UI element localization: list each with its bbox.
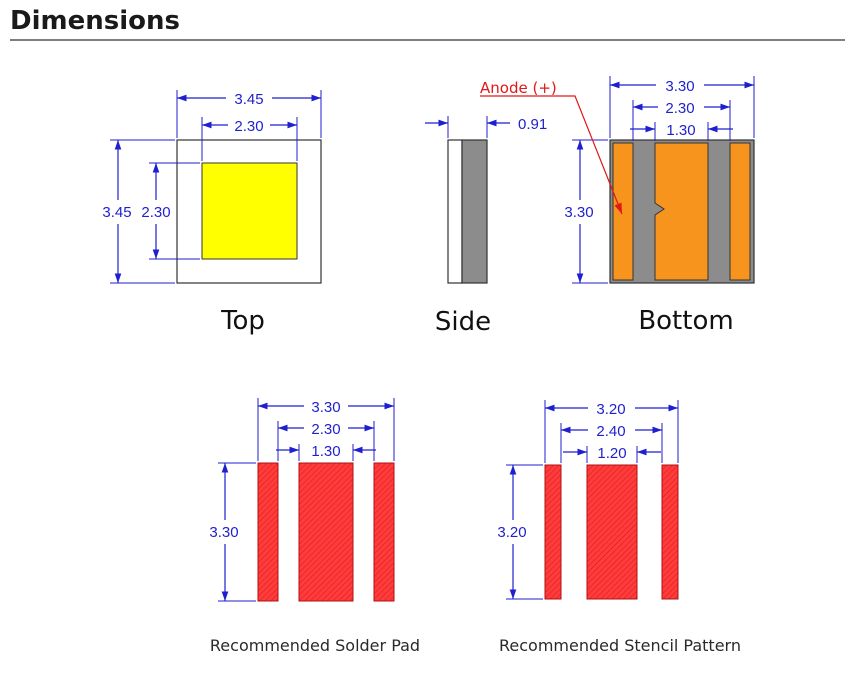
solder-pad-caption: Recommended Solder Pad xyxy=(210,636,420,655)
anode-arrow xyxy=(480,95,623,215)
bottom-view: 3.30 2.30 1.30 3.30 Anode (+) Bottom xyxy=(480,76,755,336)
stencil-right-pad xyxy=(661,464,679,600)
top-outer-width-label: 3.45 xyxy=(234,91,263,108)
solder-height-label: 3.30 xyxy=(209,524,238,541)
solder-right-pad xyxy=(373,462,395,602)
stencil-pad-span-label: 2.40 xyxy=(596,423,625,440)
top-inner-height-label: 2.30 xyxy=(141,204,170,221)
section-header: Dimensions xyxy=(10,4,845,41)
solder-center-pad xyxy=(298,462,354,602)
stencil-pattern-caption: Recommended Stencil Pattern xyxy=(499,636,741,655)
side-body xyxy=(461,139,488,284)
solder-pad-span-label: 2.30 xyxy=(311,421,340,438)
top-inner-width-label: 2.30 xyxy=(234,118,263,135)
stencil-pattern-view: 3.20 2.40 1.20 3.20 Recommended Stencil … xyxy=(497,400,741,655)
bottom-pad-span-label: 2.30 xyxy=(665,100,694,117)
side-lens xyxy=(447,139,463,284)
bottom-left-pad xyxy=(612,142,634,281)
bottom-right-pad xyxy=(729,142,751,281)
top-view: 3.45 2.30 3.45 2.30 Top xyxy=(102,90,322,336)
bottom-center-pad-label: 1.30 xyxy=(666,122,695,139)
stencil-left-pad xyxy=(544,464,562,600)
solder-width-label: 3.30 xyxy=(311,399,340,416)
anode-label: Anode (+) xyxy=(480,79,557,97)
side-caption: Side xyxy=(435,307,491,337)
top-caption: Top xyxy=(220,306,265,336)
section-title: Dimensions xyxy=(10,6,180,36)
title-rule xyxy=(10,39,845,41)
top-outer-height-label: 3.45 xyxy=(102,204,131,221)
solder-pad-view: 3.30 2.30 1.30 3.30 Recommended Solder P… xyxy=(209,398,420,655)
bottom-width-label: 3.30 xyxy=(665,78,694,95)
side-view: 0.91 Side xyxy=(425,116,547,337)
top-die-area xyxy=(201,162,298,260)
bottom-height-label: 3.30 xyxy=(564,204,593,221)
stencil-center-pad-label: 1.20 xyxy=(597,445,626,462)
solder-left-pad xyxy=(257,462,279,602)
stencil-width-label: 3.20 xyxy=(596,401,625,418)
stencil-center-pad xyxy=(586,464,638,600)
side-thickness-label: 0.91 xyxy=(518,116,547,133)
bottom-caption: Bottom xyxy=(638,306,733,336)
stencil-height-label: 3.20 xyxy=(497,524,526,541)
solder-center-pad-label: 1.30 xyxy=(311,443,340,460)
bottom-center-pad xyxy=(654,142,709,281)
